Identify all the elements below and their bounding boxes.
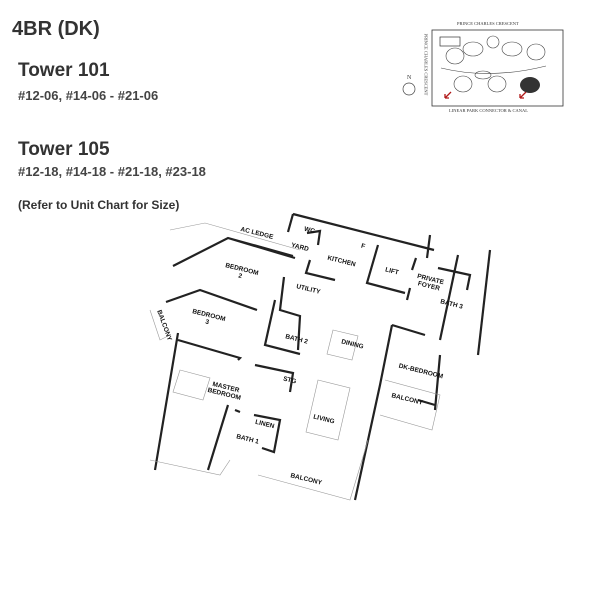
key-plan-bottom-road: LINEAR PARK CONNECTOR & CANAL [449, 108, 529, 113]
highlighted-tower [520, 77, 540, 93]
tower-105-title: Tower 105 [18, 139, 110, 160]
north-compass-icon [402, 82, 416, 96]
size-note: (Refer to Unit Chart for Size) [18, 198, 180, 212]
unit-type-title: 4BR (DK) [12, 18, 100, 40]
tower-101-title: Tower 101 [18, 60, 110, 81]
arrow-marker-icon [519, 91, 527, 99]
arrow-marker-icon [444, 91, 452, 99]
key-plan-drawing [402, 29, 564, 107]
key-plan-top-road: PRINCE CHARLES CRESCENT [457, 21, 519, 26]
tower-101-units: #12-06, #14-06 - #21-06 [18, 88, 159, 103]
tower-105-units: #12-18, #14-18 - #21-18, #23-18 [18, 164, 206, 179]
north-label: N [407, 75, 412, 81]
